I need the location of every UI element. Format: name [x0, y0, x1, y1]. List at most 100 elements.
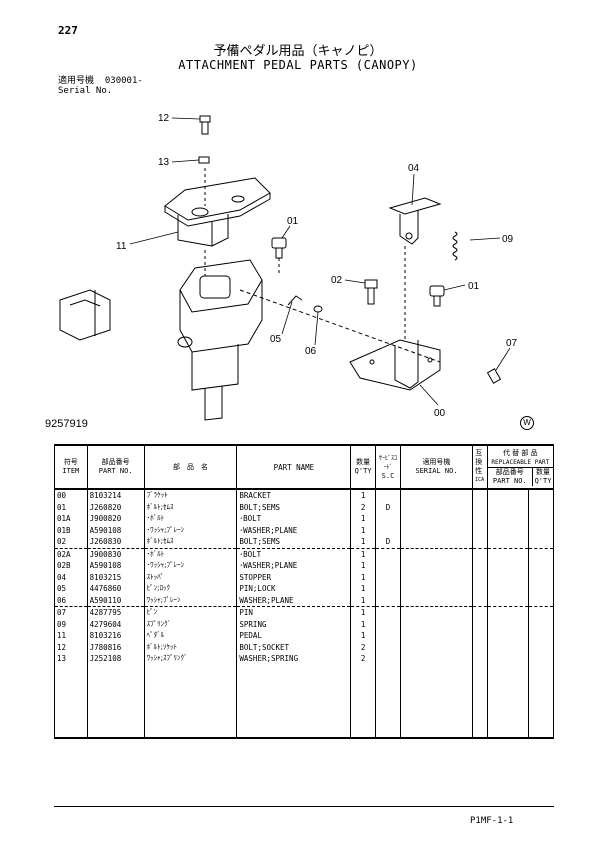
row-service-code: [374, 524, 402, 536]
row-part-no: A590110: [86, 594, 145, 607]
row-part-name: ･WASHER;PLANE: [236, 524, 352, 536]
footer-rule: [54, 806, 554, 807]
row-part-name: BOLT;SOCKET: [236, 641, 352, 653]
row-part-no: 4476860: [86, 583, 145, 595]
row-interchangeability: [471, 513, 488, 525]
row-replaceable-qty: [528, 630, 554, 642]
row-service-code: [374, 641, 402, 653]
row-replaceable-part-no: [486, 583, 530, 595]
callout-label: 09: [502, 234, 514, 245]
pedal-illustration: [164, 168, 271, 247]
row-item: 06: [54, 594, 88, 607]
row-name-jp: ･ﾎﾞﾙﾄ: [143, 513, 238, 525]
row-replaceable-qty: [528, 536, 554, 548]
sems-bolt-01-right-illustration: [429, 285, 445, 307]
row-replaceable-part-no: [486, 489, 530, 502]
empty-cell: [486, 664, 530, 739]
empty-cell: [86, 664, 145, 739]
row-interchangeability: [471, 618, 488, 630]
bracket-illustration: [349, 339, 441, 391]
row-name-jp: ･ﾜｯｼｬ;ﾌﾟﾚｰﾝ: [143, 524, 238, 536]
row-part-no: 8103216: [86, 630, 145, 642]
row-part-no: J260820: [86, 501, 145, 513]
row-name-jp: ｽﾌﾟﾘﾝｸﾞ: [143, 618, 238, 630]
row-serial-no: [400, 560, 473, 572]
row-replaceable-part-no: [486, 524, 530, 536]
row-name-jp: ﾎﾞﾙﾄ;ｿｹｯﾄ: [143, 641, 238, 653]
row-qty: 1: [350, 583, 376, 595]
serial-value: 030001-: [104, 76, 143, 86]
row-item: 04: [54, 571, 88, 583]
page-title-en: ATTACHMENT PEDAL PARTS (CANOPY): [178, 58, 418, 72]
row-qty: 2: [350, 653, 376, 665]
spring-washer-illustration: [198, 156, 210, 164]
row-part-name: STOPPER: [236, 571, 352, 583]
table-filler-row: [54, 664, 554, 739]
empty-cell: [54, 664, 88, 739]
row-qty: 2: [350, 641, 376, 653]
row-qty: 1: [350, 524, 376, 536]
row-part-name: PEDAL: [236, 630, 352, 642]
footer-code: P1MF-1-1: [470, 816, 514, 826]
callout-label: 11: [116, 241, 127, 252]
row-part-no: 4287795: [86, 606, 145, 619]
row-replaceable-qty: [528, 583, 554, 595]
callout-label: 05: [270, 334, 282, 345]
row-interchangeability: [471, 583, 488, 595]
row-qty: 1: [350, 547, 376, 560]
row-replaceable-qty: [528, 606, 554, 619]
row-serial-no: [400, 641, 473, 653]
row-interchangeability: [471, 641, 488, 653]
empty-cell: [374, 664, 402, 739]
row-name-jp: ﾌﾞﾗｹｯﾄ: [143, 489, 238, 502]
row-replaceable-qty: [528, 547, 554, 560]
row-part-no: J780816: [86, 641, 145, 653]
spring-illustration: [452, 231, 458, 261]
callout-label: 01: [287, 216, 299, 227]
inset-view-illustration: [59, 289, 111, 341]
row-qty: 1: [350, 560, 376, 572]
row-item: 12: [54, 641, 88, 653]
row-serial-no: [400, 653, 473, 665]
row-replaceable-part-no: [486, 653, 530, 665]
row-interchangeability: [471, 630, 488, 642]
callout-label: 12: [158, 113, 170, 124]
row-service-code: [374, 653, 402, 665]
row-qty: 1: [350, 571, 376, 583]
row-replaceable-qty: [528, 641, 554, 653]
sems-bolt-illustration: [271, 237, 287, 275]
row-qty: 1: [350, 606, 376, 619]
row-replaceable-qty: [528, 501, 554, 513]
figure-number: 9257919: [45, 418, 88, 430]
row-serial-no: [400, 583, 473, 595]
row-part-no: J260830: [86, 536, 145, 548]
empty-cell: [400, 664, 473, 739]
exploded-parts-diagram: 12 13 11 01 04 09 02 01 05 06 07 00: [59, 113, 518, 421]
page-title-jp: 予備ペダル用品（キャノピ）: [213, 44, 383, 59]
row-interchangeability: [471, 489, 488, 502]
empty-cell: [143, 664, 238, 739]
row-name-jp: ﾋﾟﾝ: [143, 606, 238, 619]
row-item: 05: [54, 583, 88, 595]
row-qty: 1: [350, 630, 376, 642]
row-item: 01A: [54, 513, 88, 525]
row-replaceable-qty: [528, 594, 554, 607]
pedal-valve-illustration: [177, 250, 263, 421]
row-interchangeability: [471, 653, 488, 665]
row-replaceable-qty: [528, 524, 554, 536]
row-qty: 1: [350, 489, 376, 502]
callout-label: 04: [408, 163, 420, 174]
callout-label: 02: [331, 275, 343, 286]
row-replaceable-part-no: [486, 594, 530, 607]
row-service-code: [374, 594, 402, 607]
